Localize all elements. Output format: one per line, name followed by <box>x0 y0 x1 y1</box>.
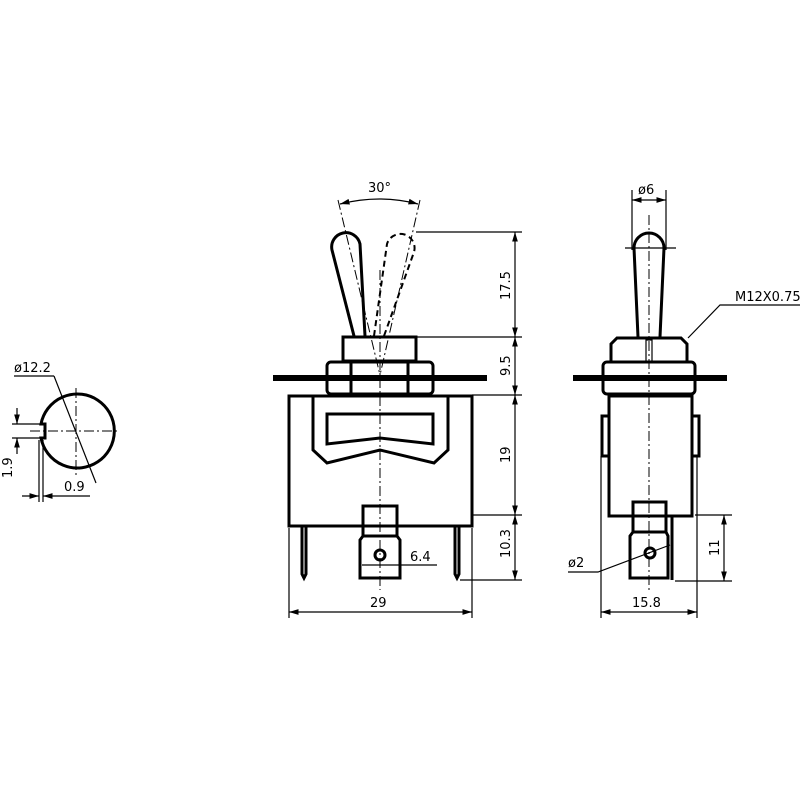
angle-arc <box>339 198 419 205</box>
lever-right-dashed <box>373 232 416 337</box>
angle-label: 30° <box>368 181 391 196</box>
body-width-label: 29 <box>370 596 387 611</box>
hole-leader <box>568 544 671 573</box>
terminal-height-label: 11 <box>708 539 723 556</box>
lever-diameter-label: ø6 <box>638 183 654 198</box>
body-depth-label: 15.8 <box>632 596 661 611</box>
side-view: ø6 M12X0.75 ø2 11 15.8 <box>568 183 800 618</box>
lever-height-label: 17.5 <box>499 271 514 300</box>
body-height-label: 19 <box>499 446 514 463</box>
side-clip <box>690 414 701 458</box>
side-body <box>607 394 694 518</box>
front-view: 30° 6.4 29 17.5 9.5 19 10.3 <box>273 181 522 618</box>
terminal-base <box>631 500 668 534</box>
bushing-height-label: 9.5 <box>499 355 514 376</box>
left-terminal-pin <box>300 527 308 582</box>
flat-height-label: 1.9 <box>1 457 16 478</box>
thread-label: M12X0.75 <box>735 290 800 305</box>
lever-axis-line <box>337 199 381 376</box>
diameter-label: ø12.2 <box>14 361 51 376</box>
terminal-width-label: 6.4 <box>410 550 431 565</box>
flat-depth-label: 0.9 <box>64 480 85 495</box>
lever-side <box>632 231 666 338</box>
side-clip <box>600 414 611 458</box>
hole-diameter-label: ø2 <box>568 556 584 571</box>
body-window <box>325 412 435 446</box>
terminal-hole <box>643 546 657 560</box>
terminal-length-label: 10.3 <box>499 529 514 558</box>
leader-line <box>53 375 97 484</box>
thread-leader <box>687 304 800 339</box>
lever-axis-line <box>379 199 421 376</box>
right-terminal-pin <box>453 527 461 582</box>
lever-left <box>330 231 367 337</box>
end-view: ø12.2 1.9 0.9 <box>1 361 118 502</box>
